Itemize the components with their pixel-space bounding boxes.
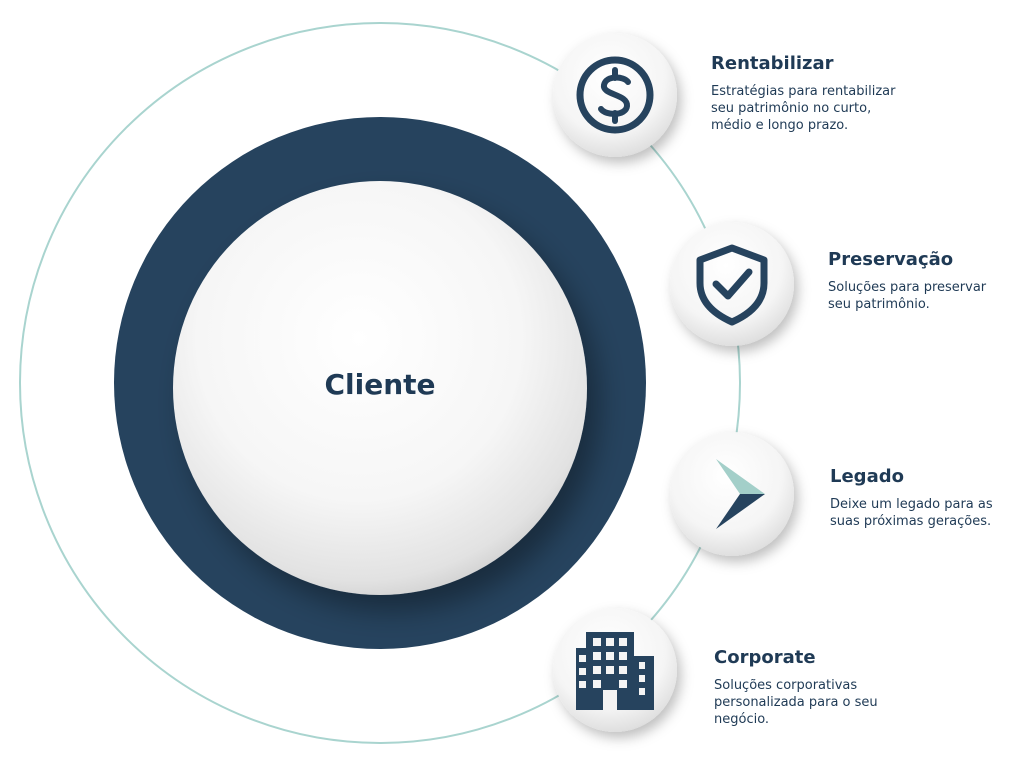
item-ball-corporate xyxy=(553,608,677,732)
item-title: Legado xyxy=(830,466,904,487)
item-title: Preservação xyxy=(828,249,954,270)
item-corporate: Corporate Soluções corporativas personal… xyxy=(714,648,904,728)
arrow-pointer-icon xyxy=(716,459,765,529)
building-icon xyxy=(576,632,654,710)
item-title: Corporate xyxy=(714,647,816,668)
item-title: Rentabilizar xyxy=(711,53,834,74)
item-preservacao: Preservação Soluções para preservar seu … xyxy=(828,250,1008,313)
item-ball-legado xyxy=(670,432,794,556)
item-ball-rentabilizar xyxy=(553,33,677,157)
item-description: Deixe um legado para as suas próximas ge… xyxy=(830,496,993,529)
center-sphere xyxy=(173,181,587,595)
item-ball-preservacao xyxy=(670,222,794,346)
center-label: Cliente xyxy=(324,368,435,401)
item-rentabilizar: Rentabilizar Estratégias para rentabiliz… xyxy=(711,54,911,134)
item-legado: Legado Deixe um legado para as suas próx… xyxy=(830,467,1015,530)
dollar-icon xyxy=(576,56,654,134)
item-description: Estratégias para rentabilizar seu patrim… xyxy=(711,83,896,133)
item-description: Soluções corporativas personalizada para… xyxy=(714,677,878,727)
orbit-ring xyxy=(19,22,741,744)
item-description: Soluções para preservar seu patrimônio. xyxy=(828,279,987,312)
shield-check-icon xyxy=(696,244,768,326)
